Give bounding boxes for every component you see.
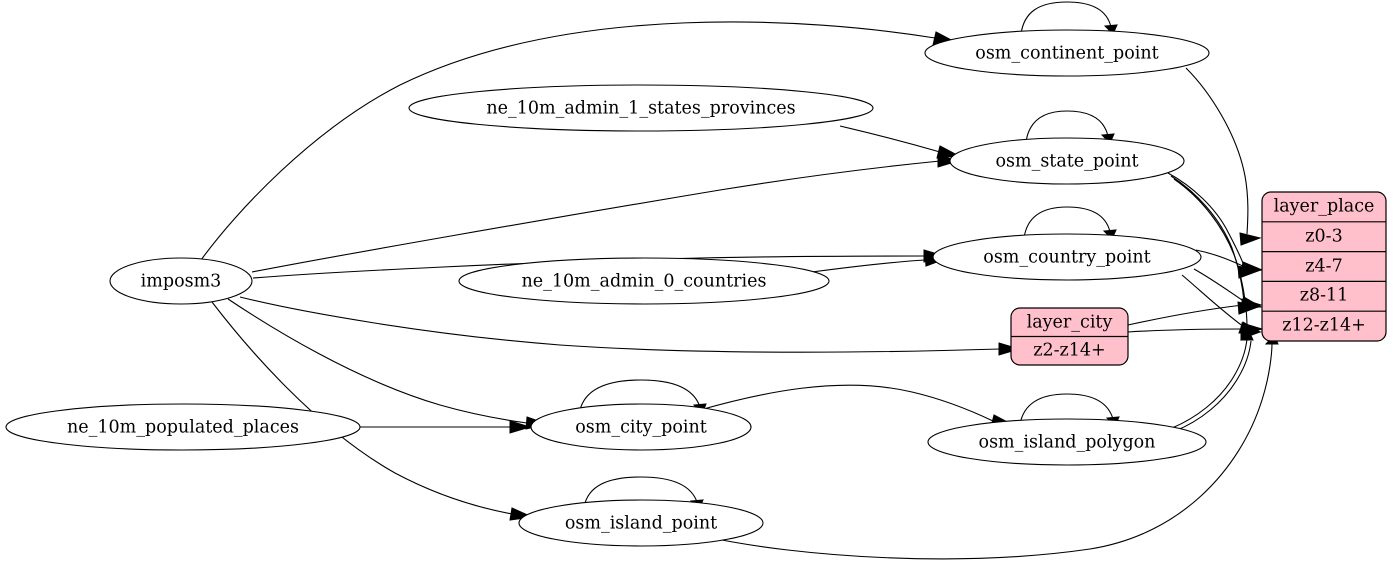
edge-osm-country-point-to-layer-place-z8-11 [1193,268,1246,303]
node-osm-island-point[interactable]: osm_island_point [518,499,764,547]
arrowhead-imposm3-state [937,154,960,168]
edge-osm-island-polygon-to-layer-place-z12-z14-b [1174,340,1252,432]
edge-osm-city-point-to-osm-island-polygon [699,384,994,422]
edge-imposm3-to-layer-city [239,296,1001,353]
edge-osm-state-point-to-layer-place-z4-7 [1167,172,1245,267]
node-osm-state-point[interactable]: osm_state_point [949,137,1185,185]
edge-imposm3-to-osm-city-point [227,298,528,424]
node-osm-country-point[interactable]: osm_country_point [932,233,1202,281]
edge-self-osm-continent-point [1020,1,1112,35]
edge-layer-city-to-layer-place-z12-z14 [1127,328,1244,333]
edge-self-osm-island-polygon [1019,393,1114,425]
arrowhead-imposm3-layercity [998,342,1021,356]
node-ne-10m-admin-1-states-provinces[interactable]: ne_10m_admin_1_states_provinces [408,84,874,132]
edge-imposm3-to-osm-continent-point [200,21,936,261]
edge-layer-city-to-layer-place-z8-11 [1127,304,1244,326]
edge-osm-island-polygon-to-layer-place-z12-z14 [1171,338,1248,429]
node-osm-continent-point[interactable]: osm_continent_point [924,29,1210,77]
edge-imposm3-to-osm-island-point [211,301,513,515]
record-layer-place[interactable]: layer_place z0-3 z4-7 z8-11 z12-z14+ [1261,191,1387,342]
arrowhead-layercity-z811 [1241,298,1263,312]
node-layer: imposm3 ne_10m_admin_1_states_provinces … [5,29,1210,547]
edge-osm-island-point-to-layer-place-z12-z14 [706,342,1273,560]
edge-osm-country-point-to-layer-place-z4-7 [1195,249,1246,268]
arrowhead-layercity-z12z14 [1241,322,1264,336]
edge-ne-countries-to-osm-country-point [811,259,926,273]
edge-self-osm-country-point [1023,206,1111,239]
node-osm-city-point[interactable]: osm_city_point [530,403,752,451]
record-layer-city[interactable]: layer_city z2-z14+ [1010,307,1129,366]
edge-osm-country-point-to-layer-place-z12-z14 [1181,274,1245,328]
edge-layer [200,1,1279,560]
edge-imposm3-to-osm-state-point [251,160,941,273]
arrowhead-country-z47 [1240,261,1264,275]
node-osm-island-polygon[interactable]: osm_island_polygon [927,418,1207,466]
node-ne-10m-populated-places[interactable]: ne_10m_populated_places [5,403,361,451]
edge-ne-states-to-osm-state-point [839,125,941,153]
edge-osm-state-point-to-layer-place-z8-11 [1170,175,1245,303]
edge-osm-continent-point-to-layer-place-z0-3 [1185,67,1249,235]
edge-self-osm-island-point [583,476,698,508]
arrowhead-islandpolygon-z12z14 [1239,330,1254,341]
edge-self-osm-state-point [1025,110,1109,143]
arrowhead-continent-z03 [1239,232,1262,246]
edge-self-osm-city-point [579,379,701,411]
node-ne-10m-admin-0-countries[interactable]: ne_10m_admin_0_countries [458,257,830,305]
node-imposm3[interactable]: imposm3 [109,257,253,305]
arrowhead-nepopulated-city [509,420,532,434]
